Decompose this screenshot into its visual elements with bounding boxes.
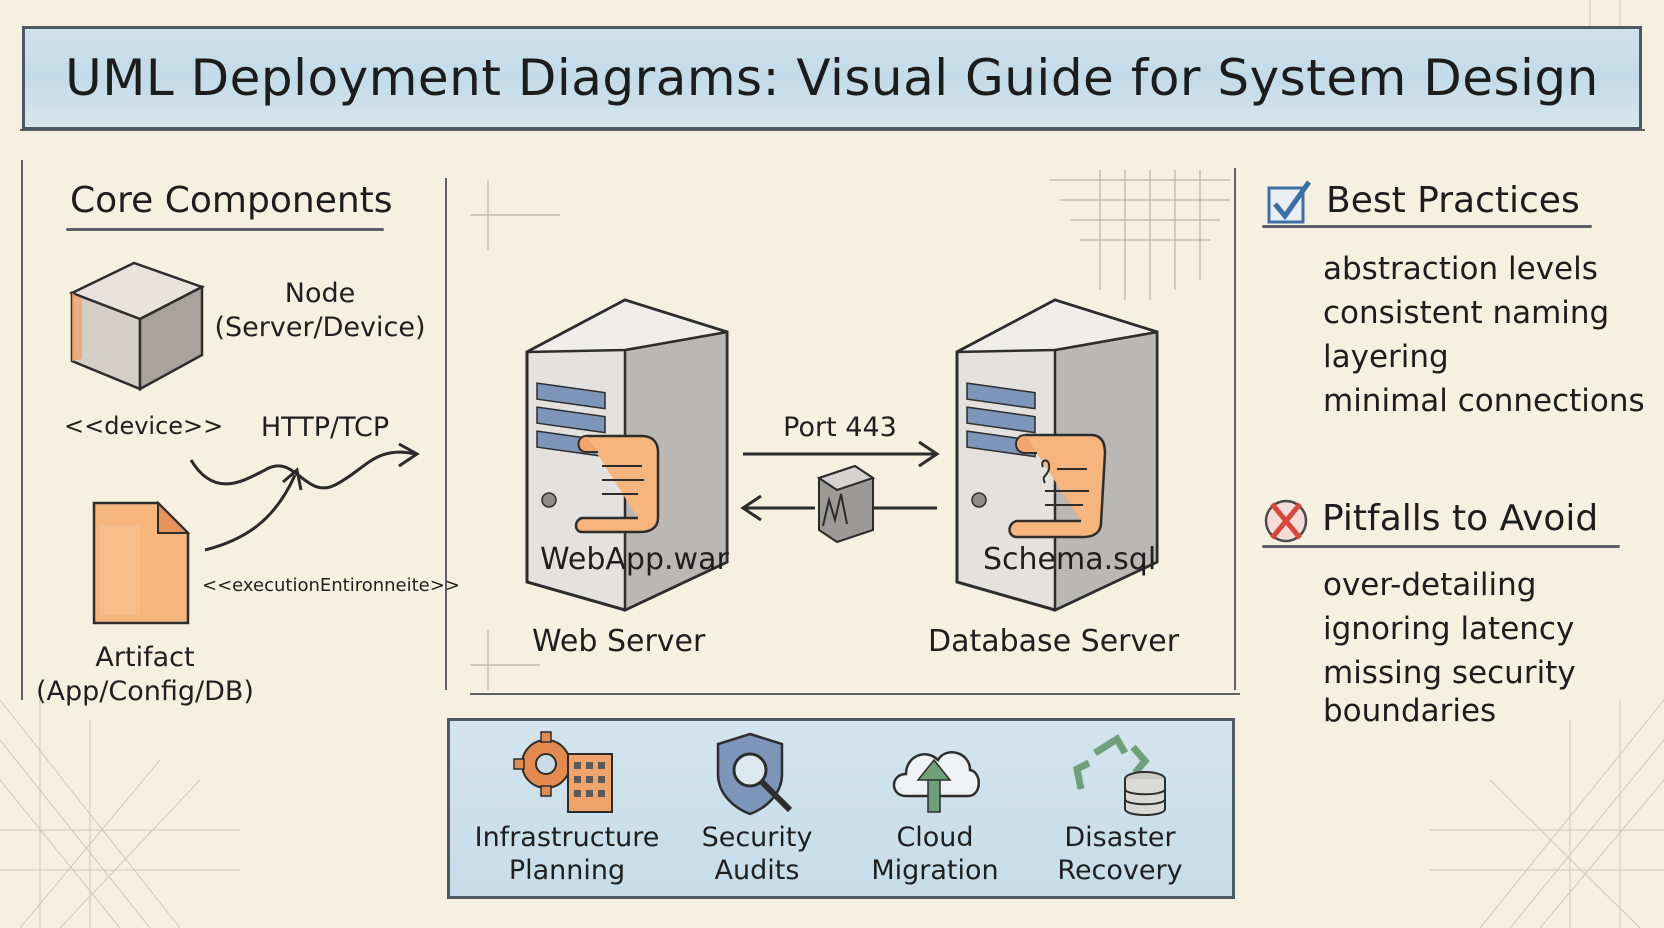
checkbox-check-icon — [1267, 180, 1312, 224]
x-circle-icon — [1264, 499, 1308, 543]
list-item: over-detailing — [1323, 567, 1537, 603]
list-item: consistent naming — [1323, 295, 1610, 331]
page-title: UML Deployment Diagrams: Visual Guide fo… — [65, 49, 1599, 107]
shield-magnifier-icon — [716, 732, 793, 816]
use-case-label: Security Audits — [701, 822, 813, 886]
list-item: minimal connections — [1323, 383, 1645, 419]
best-practices-underline — [1262, 225, 1592, 228]
node-label-line2: (Server/Device) — [214, 312, 426, 343]
webapp-scroll-icon — [574, 434, 660, 534]
core-heading-underline — [66, 228, 384, 231]
list-item: boundaries — [1323, 693, 1497, 729]
title-banner — [22, 26, 1642, 130]
list-item: abstraction levels — [1323, 251, 1598, 287]
port-connection-arrows — [740, 440, 940, 544]
device-stereotype-label: <<device>> — [64, 412, 224, 440]
db-server-artifact-label: Schema.sql — [983, 542, 1157, 577]
node-label-line1: Node — [284, 278, 356, 309]
core-components-heading: Core Components — [70, 180, 393, 221]
use-case-label: Infrastructure Planning — [474, 822, 660, 886]
best-practices-list: abstraction levels consistent naming lay… — [1323, 247, 1645, 423]
execution-environment-label: <<executionEntironneite>> — [202, 575, 460, 596]
cloud-upload-icon — [892, 751, 980, 813]
artifact-label-line2: (App/Config/DB) — [36, 676, 254, 707]
list-item: missing security — [1323, 655, 1576, 691]
recycle-database-icon — [1073, 734, 1166, 816]
grid-marks — [470, 170, 1230, 690]
list-item: layering — [1323, 339, 1449, 375]
pitfalls-underline — [1262, 545, 1620, 548]
use-case-label: Disaster Recovery — [1057, 822, 1183, 886]
panel-frames — [20, 129, 1645, 700]
node-cube-icon — [68, 261, 206, 392]
schema-scroll-icon — [1008, 433, 1107, 539]
web-server-name: Web Server — [532, 624, 706, 659]
pitfalls-list: over-detailing ignoring latency missing … — [1323, 563, 1576, 733]
web-server-artifact-label: WebApp.war — [540, 542, 729, 577]
port-label: Port 443 — [783, 412, 897, 443]
list-item: ignoring latency — [1323, 611, 1575, 647]
gear-building-icon — [513, 731, 613, 813]
db-server-name: Database Server — [928, 624, 1180, 659]
communication-arrows — [189, 442, 420, 552]
artifact-label-line1: Artifact — [95, 642, 195, 673]
use-case-label: Cloud Migration — [871, 822, 999, 886]
pitfalls-heading: Pitfalls to Avoid — [1322, 498, 1599, 539]
artifact-document-icon — [92, 500, 191, 625]
protocol-label: HTTP/TCP — [260, 412, 390, 443]
best-practices-heading: Best Practices — [1326, 180, 1580, 221]
